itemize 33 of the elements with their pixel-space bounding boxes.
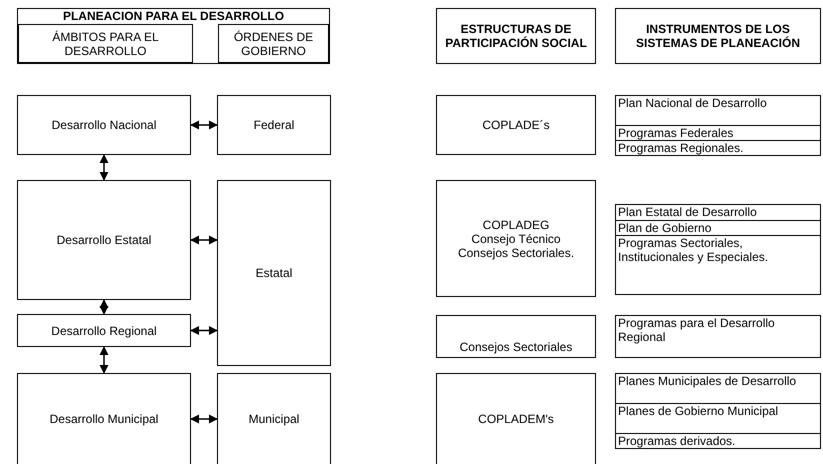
double-arrow (100, 154, 108, 181)
header-cell: ÓRDENES DE GOBIERNO (218, 24, 329, 63)
instrument-cell: Plan de Gobierno (615, 220, 821, 236)
double-arrow (100, 346, 108, 374)
table-cell: Municipal (217, 373, 331, 464)
instrument-cell: Programas para el Desarrollo Regional (615, 315, 821, 358)
double-arrow (100, 299, 108, 315)
instrument-cell: Programas derivados. (615, 433, 821, 449)
double-arrow (190, 414, 218, 424)
header-box: INSTRUMENTOS DE LOS SISTEMAS DE PLANEACIÓN (615, 8, 821, 64)
instrument-cell: Plan Nacional de Desarrollo (615, 95, 821, 126)
table-cell: COPLADE´s (436, 95, 596, 155)
instrument-cell: Planes Municipales de Desarrollo (615, 373, 821, 404)
header-title: PLANEACION PARA EL DESARROLLO (62, 9, 284, 23)
instrument-cell: Programas Regionales. (615, 140, 821, 156)
table-cell: Desarrollo Estatal (17, 180, 191, 300)
table-cell: Consejos Sectoriales (436, 315, 596, 358)
table-cell: Desarrollo Regional (17, 314, 191, 347)
table-cell: Estatal (217, 180, 331, 366)
header-cell: ÁMBITOS PARA EL DESARROLLO (18, 24, 193, 63)
double-arrow (190, 326, 218, 335)
table-cell: Desarrollo Municipal (17, 373, 191, 464)
table-cell: COPLADEG Consejo Técnico Consejos Sectoriales. (436, 180, 596, 297)
table-cell: COPLADEM's (436, 373, 596, 464)
instrument-cell: Plan Estatal de Desarrollo (615, 204, 821, 221)
table-cell: Desarrollo Nacional (17, 95, 191, 155)
instrument-cell: Programas Federales (615, 125, 821, 141)
instrument-cell: Programas Sectoriales, Institucionales y Especiales. (615, 235, 821, 295)
double-arrow (190, 120, 218, 130)
instrument-cell: Planes de Gobierno Municipal (615, 403, 821, 434)
table-cell: Federal (217, 95, 331, 155)
header-box: ESTRUCTURAS DE PARTICIPACIÓN SOCIAL (436, 8, 596, 64)
double-arrow (190, 236, 218, 244)
